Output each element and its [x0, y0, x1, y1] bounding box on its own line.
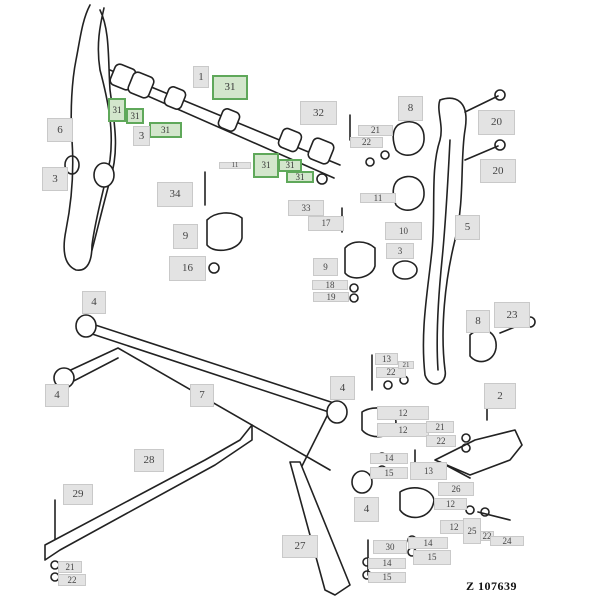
diagram-reference-number: Z 107639	[466, 579, 518, 593]
callout-label: 30	[373, 540, 407, 554]
callout-label: 3	[386, 243, 414, 259]
callout-label: 13	[375, 353, 398, 365]
callout-label: 21	[58, 561, 82, 573]
callout-label: 14	[368, 558, 406, 569]
callout-label: 16	[169, 256, 206, 281]
callout-label: 4	[330, 376, 355, 400]
callout-label: 29	[63, 484, 93, 505]
callout-label: 21	[398, 361, 414, 369]
callout-label: 15	[370, 467, 408, 479]
bracket-part	[392, 175, 425, 211]
callout-label: 6	[47, 118, 73, 142]
callout-label: 22	[350, 137, 383, 148]
callout-label: 13	[410, 462, 447, 480]
callout-label: 2	[484, 383, 516, 409]
mount-part	[399, 487, 435, 519]
callout-label-highlighted[interactable]: 31	[126, 108, 144, 124]
callout-label: 21	[426, 421, 454, 433]
clamp-part	[206, 212, 243, 252]
callout-label: 32	[300, 101, 337, 125]
callout-label: 4	[45, 384, 69, 407]
callout-label: 10	[385, 222, 422, 240]
callout-label: 12	[434, 498, 467, 510]
bushing-part	[93, 162, 115, 188]
callout-label: 8	[466, 310, 490, 333]
bracket-part	[469, 329, 497, 363]
callout-label: 19	[313, 292, 349, 302]
stabilizer-bushings	[53, 314, 373, 494]
callout-label: 9	[173, 224, 198, 249]
left-arm-part	[63, 4, 113, 271]
callout-label: 18	[312, 280, 348, 290]
callout-label: 28	[134, 449, 164, 472]
callout-label: 15	[368, 572, 406, 583]
callout-label: 25	[463, 518, 481, 544]
callout-label-highlighted[interactable]: 31	[149, 122, 182, 138]
right-arm-edge	[436, 139, 451, 371]
callout-label: 21	[358, 125, 393, 136]
callout-label-highlighted[interactable]: 31	[253, 153, 279, 178]
callout-label-highlighted[interactable]: 31	[286, 171, 314, 183]
callout-label: 3	[42, 167, 68, 191]
callout-label: 5	[455, 215, 480, 240]
bracket-28-part	[44, 424, 253, 561]
callout-label: 11	[360, 193, 396, 203]
callout-label-highlighted[interactable]: 31	[212, 75, 248, 100]
callout-label: 34	[157, 182, 193, 207]
stabilizer-bar-part	[59, 319, 341, 471]
clamp-part	[344, 241, 376, 279]
bolt-part	[349, 95, 528, 334]
callout-label: 24	[490, 536, 524, 546]
callout-label: 1	[193, 66, 209, 88]
bracket-27-part	[289, 461, 351, 596]
callout-label: 20	[480, 159, 516, 183]
callout-label: 26	[438, 482, 474, 496]
bushing-part	[392, 260, 418, 280]
bushing-part	[64, 155, 80, 175]
callout-label: 14	[370, 453, 408, 464]
callout-label: 22	[376, 367, 406, 378]
callout-label: 8	[398, 96, 423, 121]
roll-bar-bushings	[109, 63, 335, 165]
callout-label: 3	[133, 126, 150, 146]
callout-label: 33	[288, 200, 324, 216]
callout-label: 12	[377, 423, 429, 437]
callout-label: 20	[478, 110, 515, 135]
callout-label: 22	[426, 435, 456, 447]
callout-label: 17	[308, 216, 344, 231]
callout-label: 7	[190, 384, 214, 407]
callout-label: 11	[219, 162, 251, 169]
callout-label: 22	[58, 574, 86, 586]
callout-label: 27	[282, 535, 318, 558]
callout-label: 14	[408, 537, 448, 549]
callout-label: 9	[313, 258, 338, 276]
callout-label: 12	[377, 406, 429, 420]
callout-label: 23	[494, 302, 530, 328]
bracket-part	[392, 121, 425, 156]
callout-label: 15	[413, 550, 451, 565]
left-arm-edge	[91, 9, 117, 251]
right-arm-part	[422, 97, 467, 385]
callout-label-highlighted[interactable]: 31	[108, 98, 126, 122]
callout-label: 4	[354, 497, 379, 522]
callout-label: 4	[82, 291, 106, 314]
